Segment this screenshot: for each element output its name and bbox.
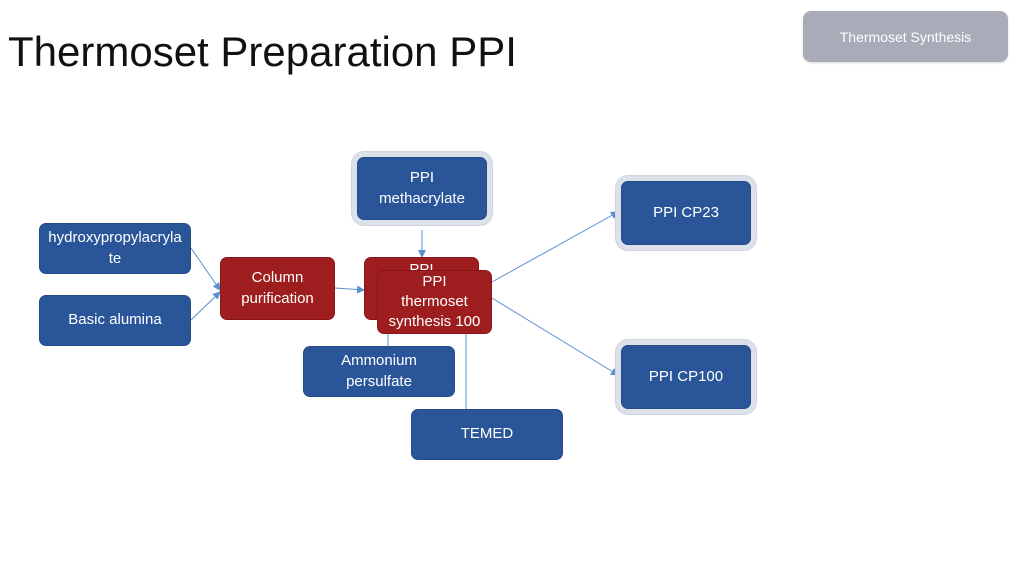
node-temed: TEMED [411,409,563,460]
arrow-column-to-thermoset [334,285,365,294]
node-ppi-cp100: PPI CP100 [621,345,751,409]
arrow-thermoset-to-cp23 [491,211,619,283]
thermoset-synthesis-button[interactable]: Thermoset Synthesis [803,11,1008,62]
arrow-hydroxy-to-column [190,247,221,291]
node-ppi-cp23: PPI CP23 [621,181,751,245]
page-title: Thermoset Preparation PPI [8,28,517,75]
arrow-thermoset-to-cp100 [491,297,619,376]
node-column-purification: Column purification [220,257,335,320]
node-ammonium-persulfate: Ammonium persulfate [303,346,455,397]
arrow-alumina-to-column [190,291,221,321]
node-ppi-methacrylate: PPI methacrylate [357,157,487,220]
node-ppi-thermoset-synthesis: PPI thermoset synthesis 100 [377,270,492,334]
node-hydroxypropylacrylate: hydroxypropylacrylate [39,223,191,274]
node-basic-alumina: Basic alumina [39,295,191,346]
